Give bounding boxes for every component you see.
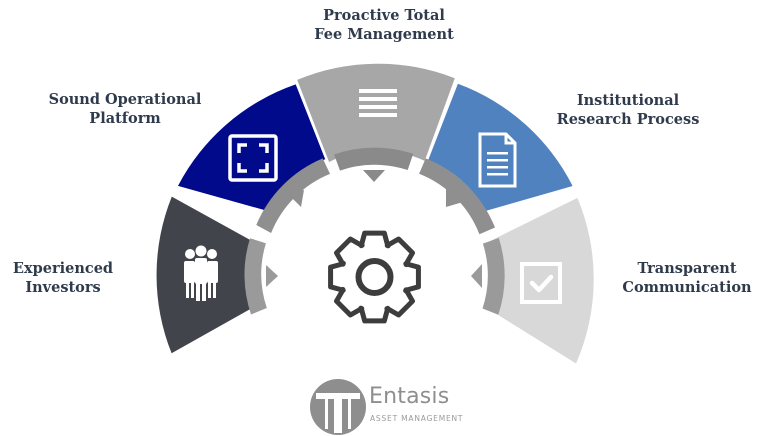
label-fee-line-1: Proactive Total — [323, 7, 445, 24]
document-icon — [478, 132, 517, 188]
logo-subtitle: ASSET MANAGEMENT — [370, 414, 464, 423]
label-experienced-line-2: Investors — [25, 279, 101, 296]
checkbox-icon — [520, 262, 562, 304]
arrow-communication — [471, 264, 482, 288]
gear-outline — [328, 230, 421, 324]
arrow-experienced — [266, 265, 278, 287]
label-operational-line-1: Sound Operational — [48, 91, 202, 108]
gear-icon — [328, 230, 421, 324]
inner-ring-experienced — [244, 238, 267, 315]
label-experienced-line-1: Experienced — [12, 260, 114, 277]
label-operational-line-2: Platform — [89, 110, 161, 127]
segment-fee — [297, 63, 455, 162]
label-research: Institutional Research Process — [538, 91, 718, 129]
segment-communication — [485, 197, 594, 364]
segment-operational — [178, 84, 326, 211]
gear-inner-circle — [355, 258, 394, 296]
focus-frame-icon — [228, 134, 278, 182]
arrow-operational — [287, 190, 304, 207]
label-communication: Transparent Communication — [612, 259, 762, 297]
logo-name: Entasis — [369, 384, 450, 409]
label-research-line-1: Institutional — [576, 92, 680, 109]
inner-ring-communication — [482, 238, 505, 315]
label-fee-line-2: Fee Management — [314, 26, 454, 43]
arrow-fee — [363, 170, 385, 182]
label-communication-line-1: Transparent — [637, 260, 737, 277]
column-logo-icon — [310, 379, 366, 435]
arrow-research — [446, 188, 463, 207]
label-fee: Proactive Total Fee Management — [284, 6, 484, 44]
inner-ring-research — [419, 158, 495, 235]
people-icon — [184, 245, 218, 301]
segment-research — [428, 83, 573, 211]
label-research-line-2: Research Process — [556, 111, 700, 128]
label-operational: Sound Operational Platform — [36, 90, 214, 128]
label-communication-line-2: Communication — [622, 279, 752, 296]
list-lines-icon — [359, 89, 397, 117]
inner-ring-fee — [334, 147, 414, 171]
label-experienced: Experienced Investors — [0, 259, 126, 297]
